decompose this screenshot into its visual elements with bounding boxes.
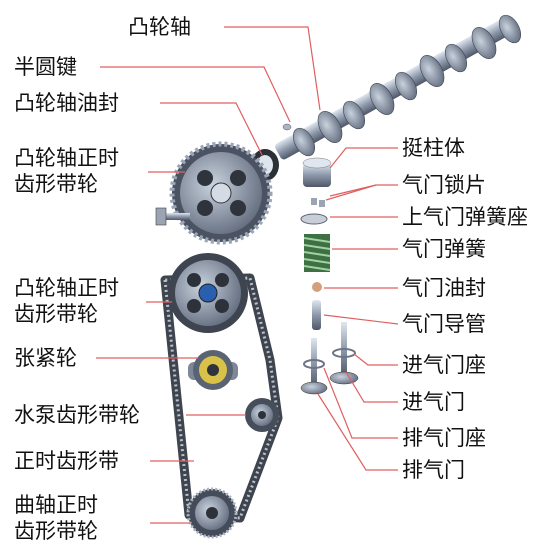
spring-seat-drawing — [300, 213, 328, 225]
crank-pulley — [186, 487, 238, 539]
label-crank-pulley: 曲轴正时 齿形带轮 — [14, 492, 98, 544]
label-camshaft: 凸轮轴 — [128, 15, 191, 39]
label-cam-timing-pulley-line1: 凸轮轴正时 — [14, 276, 119, 300]
label-valve-oil-seal: 气门油封 — [402, 276, 486, 300]
label-camshaft-oil-seal: 凸轮轴油封 — [14, 91, 119, 115]
leader-lines — [96, 26, 399, 524]
label-top-cam-pulley: 凸轮轴正时 齿形带轮 — [14, 145, 119, 197]
pulley-bolt — [155, 207, 190, 226]
label-valve-spring: 气门弹簧 — [402, 237, 486, 261]
label-upper-spring-seat: 上气门弹簧座 — [402, 205, 528, 229]
tappet-drawing — [302, 157, 332, 187]
label-half-round-key: 半圆键 — [14, 55, 77, 79]
label-tensioner: 张紧轮 — [14, 346, 77, 370]
label-crank-pulley-line1: 曲轴正时 — [14, 493, 98, 517]
valve-lock-drawing — [311, 198, 325, 207]
label-intake-valve-seat: 进气门座 — [402, 353, 486, 377]
valve-oil-seal-drawing — [312, 282, 322, 292]
label-cam-timing-pulley-line2: 齿形带轮 — [14, 302, 98, 326]
valve-guide-drawing — [312, 300, 321, 330]
label-top-cam-pulley-line1: 凸轮轴正时 — [14, 146, 119, 170]
label-valve-guide: 气门导管 — [402, 312, 486, 336]
label-valve-lock: 气门锁片 — [402, 173, 486, 197]
label-crank-pulley-line2: 齿形带轮 — [14, 519, 98, 543]
label-intake-valve: 进气门 — [402, 390, 465, 414]
tensioner-drawing — [188, 350, 238, 390]
label-exhaust-valve: 排气门 — [402, 458, 465, 482]
cam-timing-pulley — [168, 253, 248, 333]
label-cam-timing-pulley: 凸轮轴正时 齿形带轮 — [14, 275, 119, 327]
camshaft — [275, 14, 522, 160]
label-water-pump-pulley: 水泵齿形带轮 — [14, 403, 140, 427]
valve-spring-drawing — [303, 234, 331, 272]
intake-valve-drawing — [329, 322, 359, 385]
water-pump-pulley — [245, 398, 279, 432]
label-exhaust-valve-seat: 排气门座 — [402, 426, 486, 450]
label-timing-belt: 正时齿形带 — [14, 449, 119, 473]
label-top-cam-pulley-line2: 齿形带轮 — [14, 172, 98, 196]
exhaust-valve-drawing — [300, 338, 328, 395]
half-round-key — [282, 123, 292, 131]
top-cam-pulley — [169, 141, 273, 245]
label-tappet: 挺柱体 — [402, 136, 465, 160]
